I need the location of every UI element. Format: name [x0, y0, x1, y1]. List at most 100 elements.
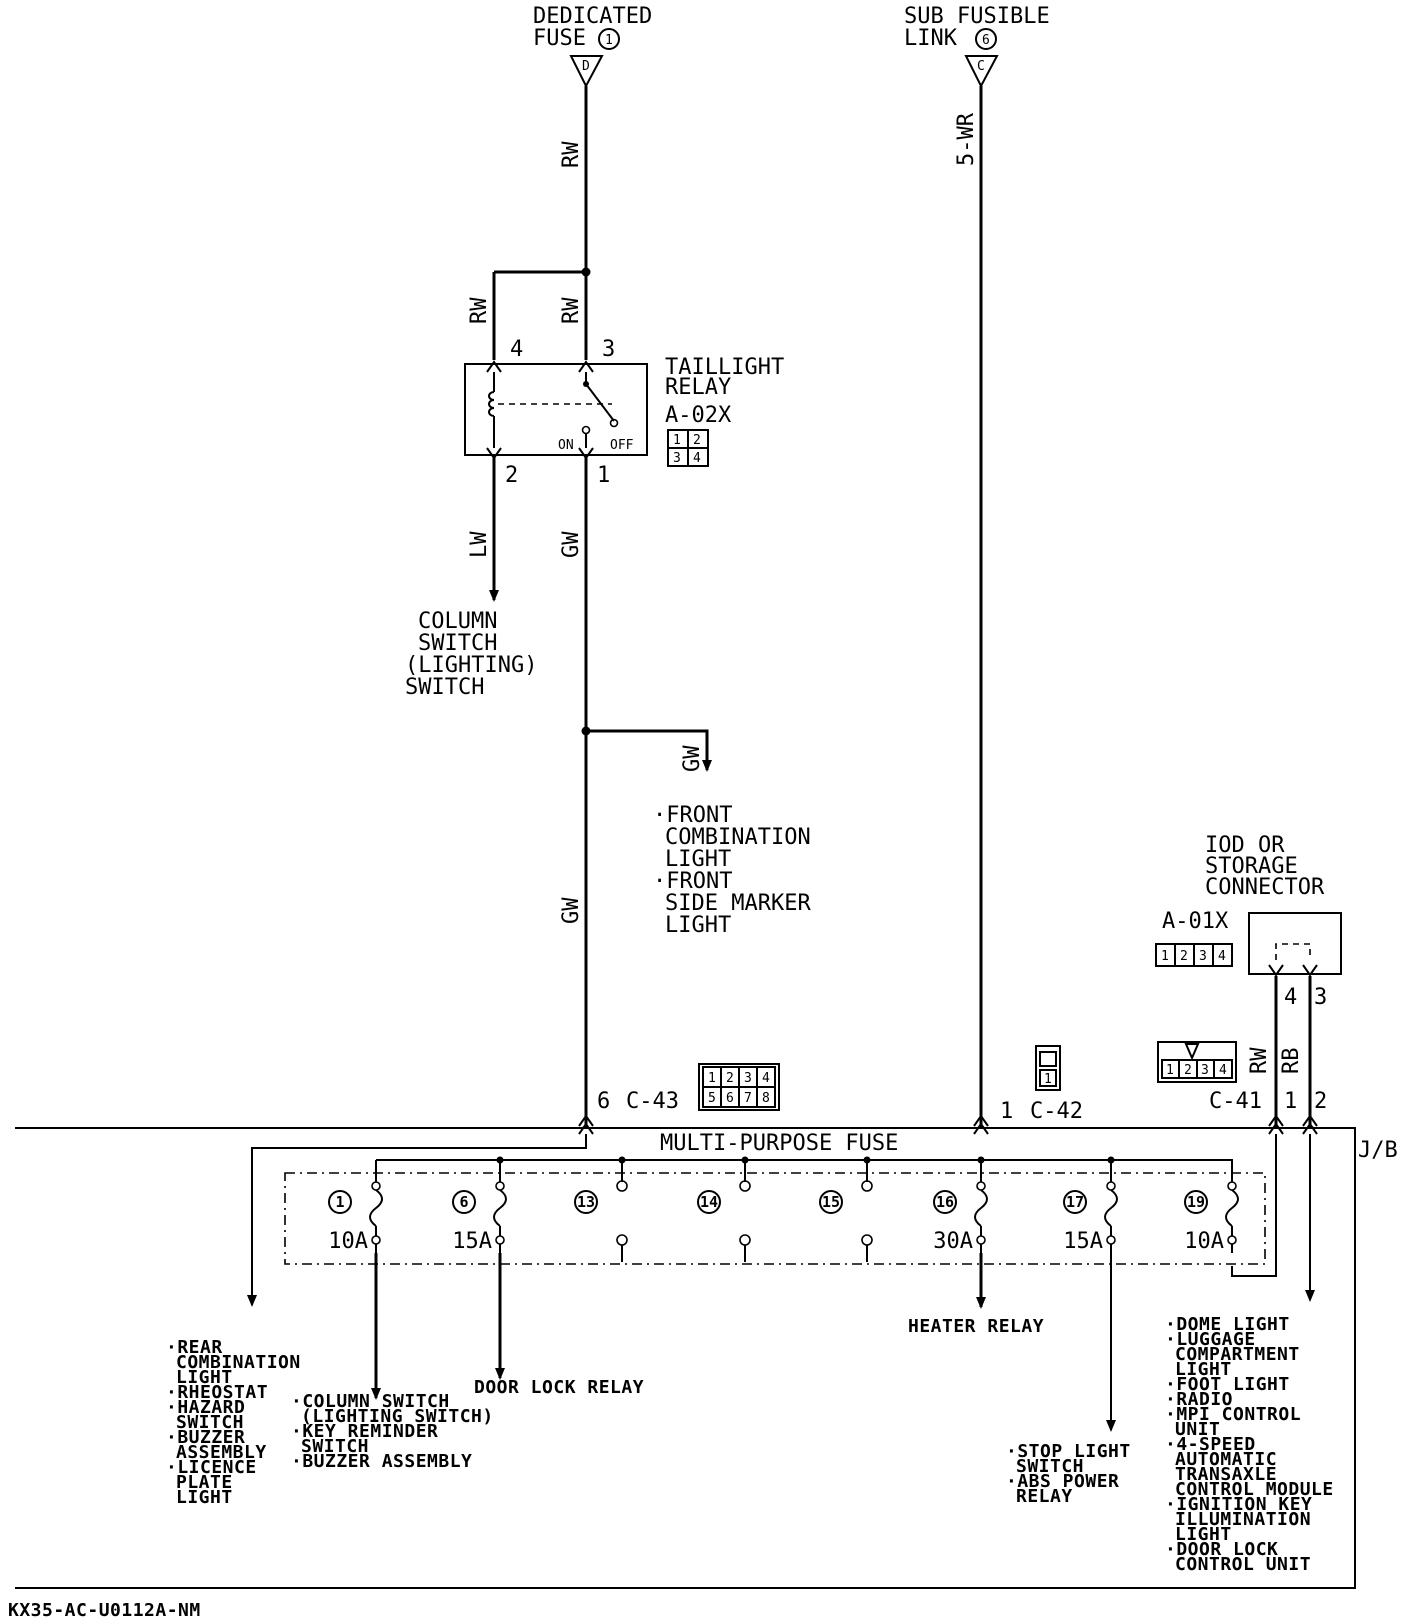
wire-label-gw-relay: GW	[559, 531, 584, 558]
fuse-element-icon	[493, 1189, 507, 1227]
load-stop-light: ·STOP LIGHT SWITCH ·ABS POWER RELAY	[1006, 1441, 1131, 1507]
jb-label: J/B	[1358, 1138, 1398, 1163]
c41-pin-2: 2	[1314, 1089, 1327, 1114]
fuse-number: 6	[459, 1193, 468, 1211]
front-branch-loads: ·FRONT COMBINATION LIGHT ·FRONT SIDE MAR…	[653, 803, 811, 938]
fuse-amp: 10A	[1184, 1229, 1224, 1254]
jb-internal-wiring	[247, 1134, 1315, 1307]
fuse-13: 13	[574, 1160, 628, 1262]
fuse-number: 1	[335, 1193, 344, 1211]
relay-pin-3: 3	[602, 337, 615, 362]
svg-text:2: 2	[1180, 949, 1188, 964]
svg-text:3: 3	[673, 451, 681, 466]
svg-text:·COLUMN SWITCH: ·COLUMN SWITCH	[291, 1391, 450, 1412]
relay-pin-4: 4	[510, 337, 523, 362]
c41-pin-1: 1	[1284, 1089, 1297, 1114]
fuse-number-badge	[933, 1190, 957, 1214]
dome-list-item: LIGHT	[1175, 1524, 1232, 1545]
svg-text:SWITCH: SWITCH	[418, 631, 497, 656]
fuse-number-badge	[697, 1190, 721, 1214]
dedicated-fuse-number: 1	[605, 33, 613, 48]
sub-fusible-link-label-1: SUB FUSIBLE	[904, 4, 1050, 29]
iod-code: A-01X	[1162, 909, 1229, 934]
relay-switch-icon	[581, 372, 619, 448]
sub-fusible-link-number: 6	[982, 33, 990, 48]
relay-off-label: OFF	[610, 438, 634, 453]
svg-text:7: 7	[744, 1091, 752, 1106]
relay-coil-icon	[488, 372, 495, 448]
connector-c41: C-41 1 2 1 2 3 4	[1157, 1041, 1327, 1114]
fuse-element-icon	[974, 1189, 988, 1227]
svg-text:COMBINATION: COMBINATION	[176, 1352, 301, 1373]
wire-label-gw-lower: GW	[559, 897, 584, 924]
fuse-number: 19	[1187, 1193, 1205, 1211]
svg-text:SWITCH: SWITCH	[1016, 1456, 1084, 1477]
svg-text:1: 1	[673, 433, 681, 448]
wire-label-gw-branch: GW	[680, 745, 705, 772]
relay-pin-2: 2	[505, 463, 518, 488]
svg-text:·REAR: ·REAR	[166, 1337, 223, 1358]
wire-label-rb-iod: RB	[1279, 1048, 1304, 1075]
dome-list-item: ·FOOT LIGHT	[1165, 1374, 1290, 1395]
relay-title-1: TAILLIGHT	[665, 355, 784, 380]
dedicated-fuse-label-1: DEDICATED	[533, 4, 652, 29]
dedicated-fuse-source: DEDICATED FUSE 1 D	[533, 4, 652, 89]
svg-text:·HAZARD: ·HAZARD	[166, 1397, 245, 1418]
fuse-15: 15	[819, 1160, 873, 1262]
dome-list-item: CONTROL UNIT	[1175, 1554, 1311, 1575]
fuse-number-badge	[452, 1190, 476, 1214]
dome-list-item: ·RADIO	[1165, 1389, 1233, 1410]
svg-text:·KEY REMINDER: ·KEY REMINDER	[291, 1421, 438, 1442]
column-switch-label: COLUMN SWITCH (LIGHTING) SWITCH	[405, 609, 537, 700]
svg-text:·FRONT: ·FRONT	[653, 803, 732, 828]
svg-text:LIGHT: LIGHT	[665, 847, 731, 872]
iod-storage-connector: IOD OR STORAGE CONNECTOR A-01X 1 2 3 4 4…	[1155, 833, 1342, 1010]
fuse-number-badge	[819, 1190, 843, 1214]
svg-text:3: 3	[1201, 1063, 1209, 1078]
c42-label: C-42	[1030, 1099, 1083, 1124]
multi-purpose-fuse-block: MULTI-PURPOSE FUSE	[284, 1131, 1266, 1265]
svg-text:4: 4	[762, 1071, 770, 1086]
wire-label-rw-iod: RW	[1247, 1047, 1272, 1074]
svg-text:RELAY: RELAY	[1016, 1486, 1073, 1507]
relay-on-label: ON	[558, 438, 574, 453]
wire-label-rw-left: RW	[467, 297, 492, 324]
dome-list-item: ·LUGGAGE	[1165, 1329, 1256, 1350]
taillight-relay: ON OFF 4 3 2 1 TAILLIGHT RELAY A-02X 1 2…	[464, 337, 784, 488]
dome-list-item: CONTROL MODULE	[1175, 1479, 1334, 1500]
dome-list-item: ·4-SPEED	[1165, 1434, 1256, 1455]
svg-text:SIDE MARKER: SIDE MARKER	[665, 891, 811, 916]
svg-text:SWITCH: SWITCH	[301, 1436, 369, 1457]
relay-pin-1: 1	[597, 463, 610, 488]
svg-text:4: 4	[693, 451, 701, 466]
dedicated-fuse-tag: D	[582, 59, 590, 74]
dome-list-item: UNIT	[1175, 1419, 1220, 1440]
dedicated-fuse-connector-icon	[569, 55, 604, 89]
svg-text:(LIGHTING SWITCH): (LIGHTING SWITCH)	[301, 1406, 494, 1427]
fuse-block-title: MULTI-PURPOSE FUSE	[660, 1131, 898, 1156]
dome-list-item: LIGHT	[1175, 1359, 1232, 1380]
fuse-element-icon	[369, 1189, 383, 1227]
fuse-number-badge	[328, 1190, 352, 1214]
dedicated-fuse-label-2: FUSE	[533, 26, 586, 51]
load-heater-relay: HEATER RELAY	[908, 1316, 1044, 1337]
c41-label: C-41	[1209, 1089, 1262, 1114]
svg-text:SWITCH: SWITCH	[405, 675, 484, 700]
load-dome-light-list: ·DOME LIGHT·LUGGAGECOMPARTMENTLIGHT·FOOT…	[1165, 1314, 1334, 1575]
wire-label-rw-right: RW	[559, 297, 584, 324]
svg-text:·STOP LIGHT: ·STOP LIGHT	[1006, 1441, 1131, 1462]
c41-connector-icon: 1 2 3 4	[1157, 1041, 1237, 1083]
fuse-14: 14	[697, 1160, 751, 1262]
fuse-number-badge	[1184, 1190, 1208, 1214]
fuse-amp: 15A	[452, 1229, 492, 1254]
svg-text:·ABS POWER: ·ABS POWER	[1006, 1471, 1119, 1492]
relay-connector-icon: 1 2 3 4	[667, 429, 709, 467]
footer-code: KX35-AC-U0112A-NM	[8, 1600, 201, 1621]
svg-text:LIGHT: LIGHT	[665, 913, 731, 938]
svg-text:LIGHT: LIGHT	[176, 1487, 233, 1508]
svg-text:CONNECTOR: CONNECTOR	[1205, 875, 1325, 900]
